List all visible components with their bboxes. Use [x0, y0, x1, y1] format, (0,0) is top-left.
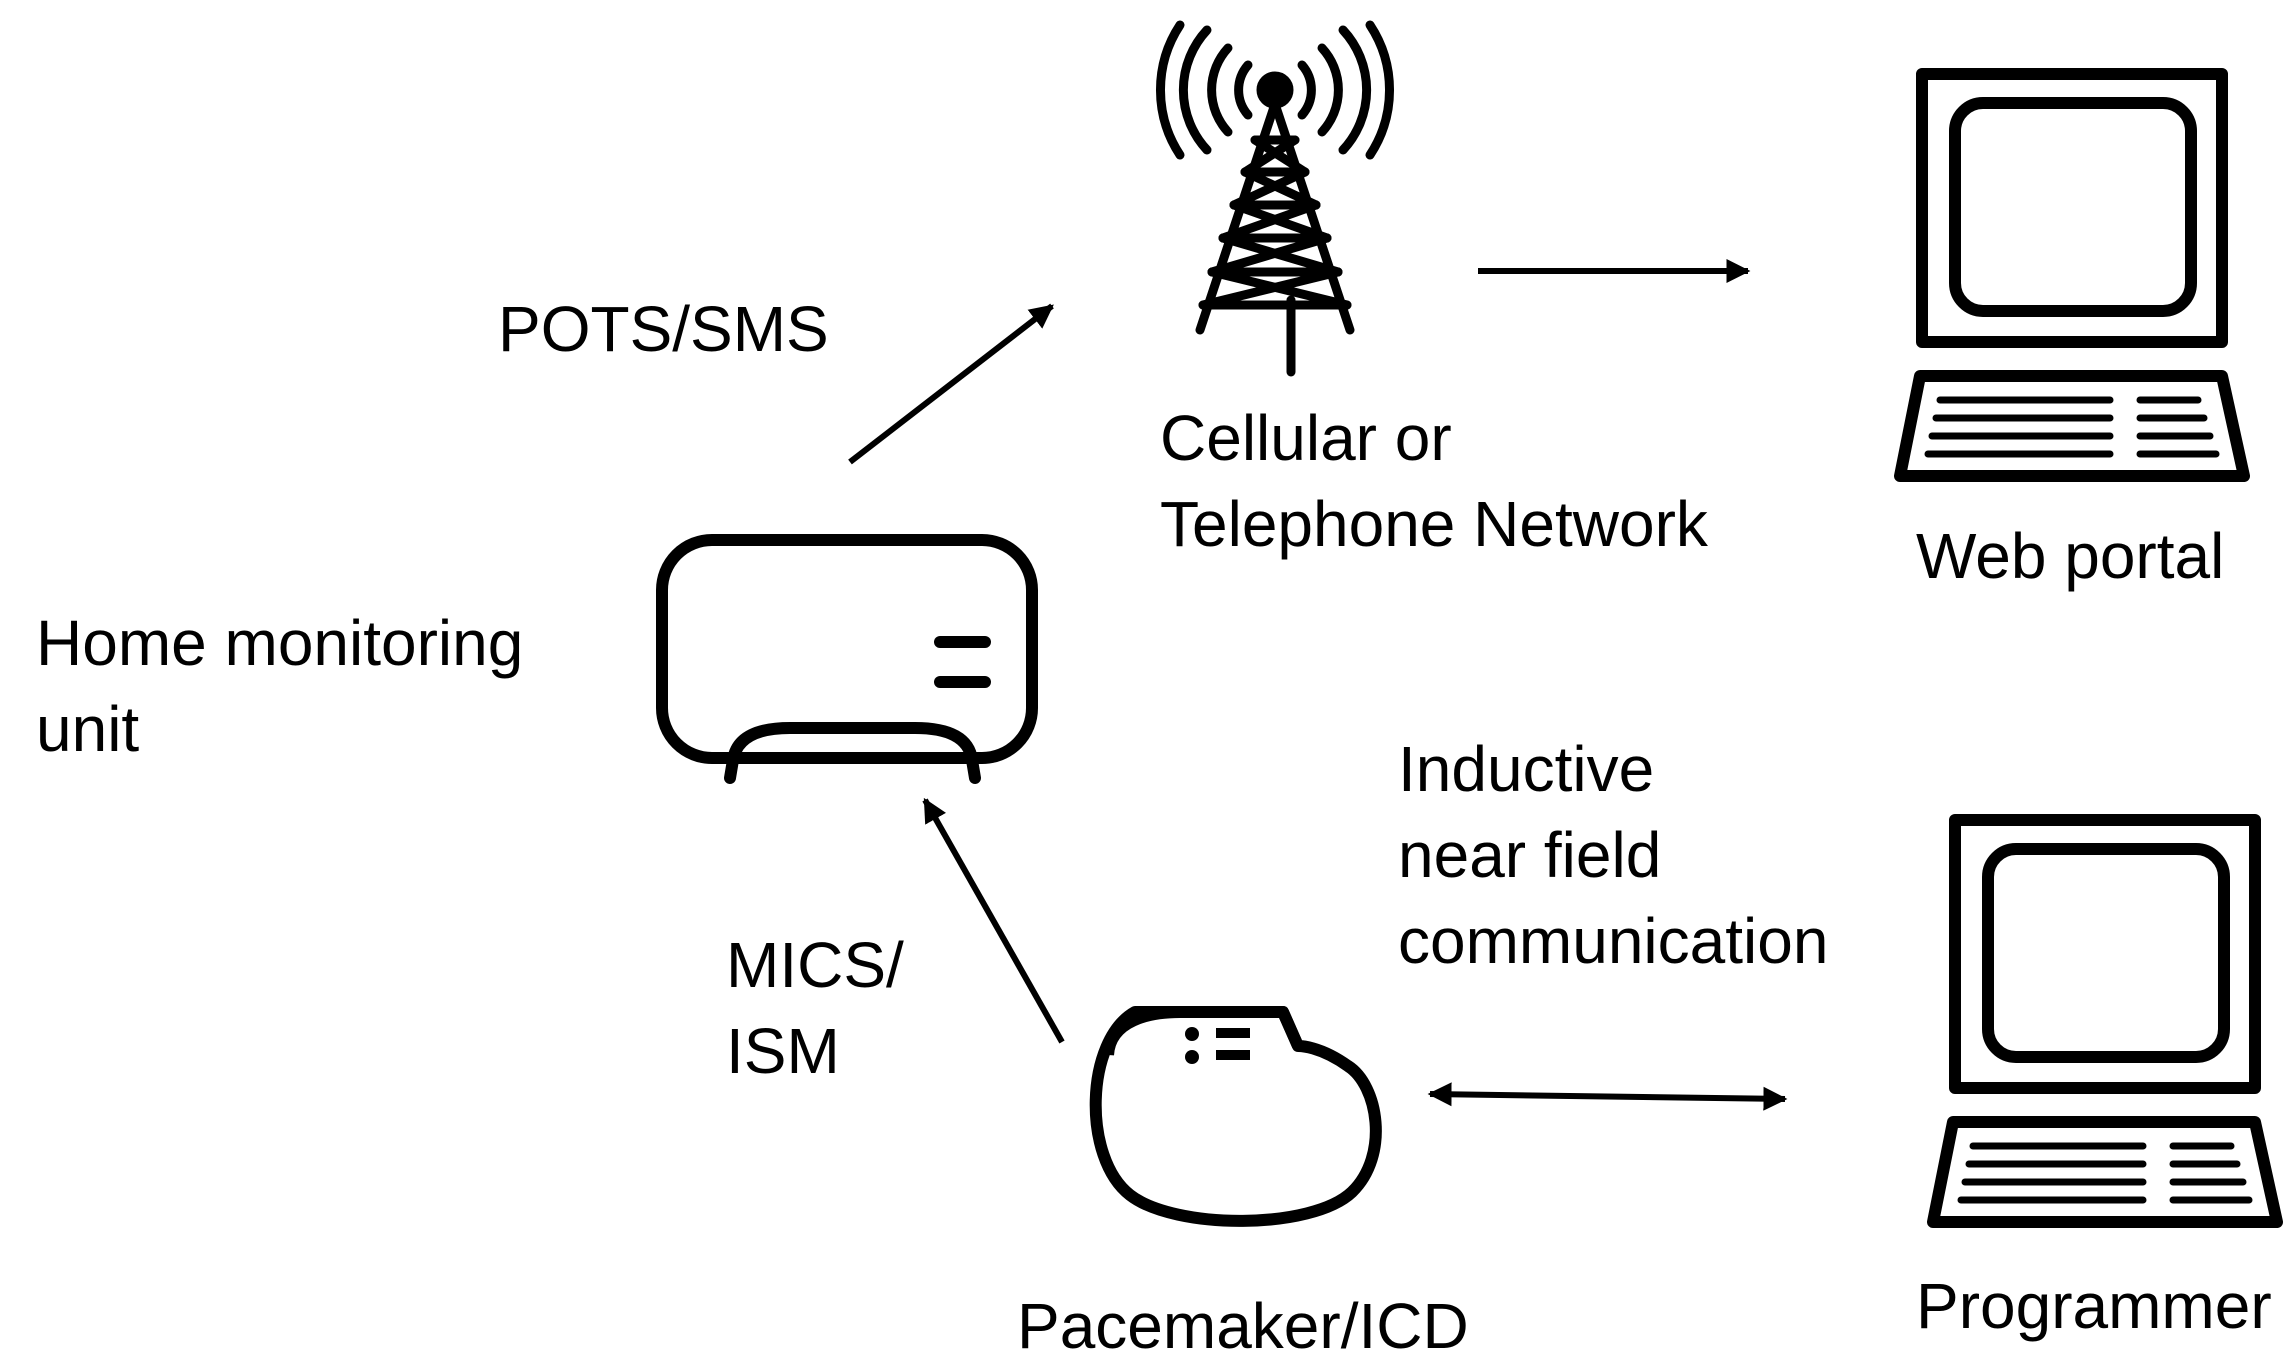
programmer-label: Programmer: [1916, 1270, 2272, 1342]
arrow-pacemaker-programmer: [1427, 1082, 1788, 1111]
web-portal-label: Web portal: [1916, 520, 2225, 592]
home-monitoring-label: Home monitoring unit: [36, 607, 524, 765]
arrow-pacemaker-to-home: [922, 797, 1065, 1044]
inductive-nfc-label: Inductive near field communication: [1398, 733, 1829, 977]
pacemaker-device-icon: [1089, 1006, 1382, 1227]
desktop-computer-icon: [1927, 814, 2283, 1228]
mics-ism-label: MICS/ ISM: [726, 929, 904, 1087]
home-monitor-icon: [656, 534, 1038, 784]
pots-sms-label: POTS/SMS: [498, 293, 829, 365]
desktop-computer-icon: [1894, 68, 2250, 482]
cellular-network-label: Cellular or Telephone Network: [1160, 402, 1708, 560]
arrow-home-to-tower: [848, 303, 1054, 465]
pacemaker-label: Pacemaker/ICD: [1017, 1290, 1469, 1362]
cell-tower-icon: [1155, 20, 1395, 377]
